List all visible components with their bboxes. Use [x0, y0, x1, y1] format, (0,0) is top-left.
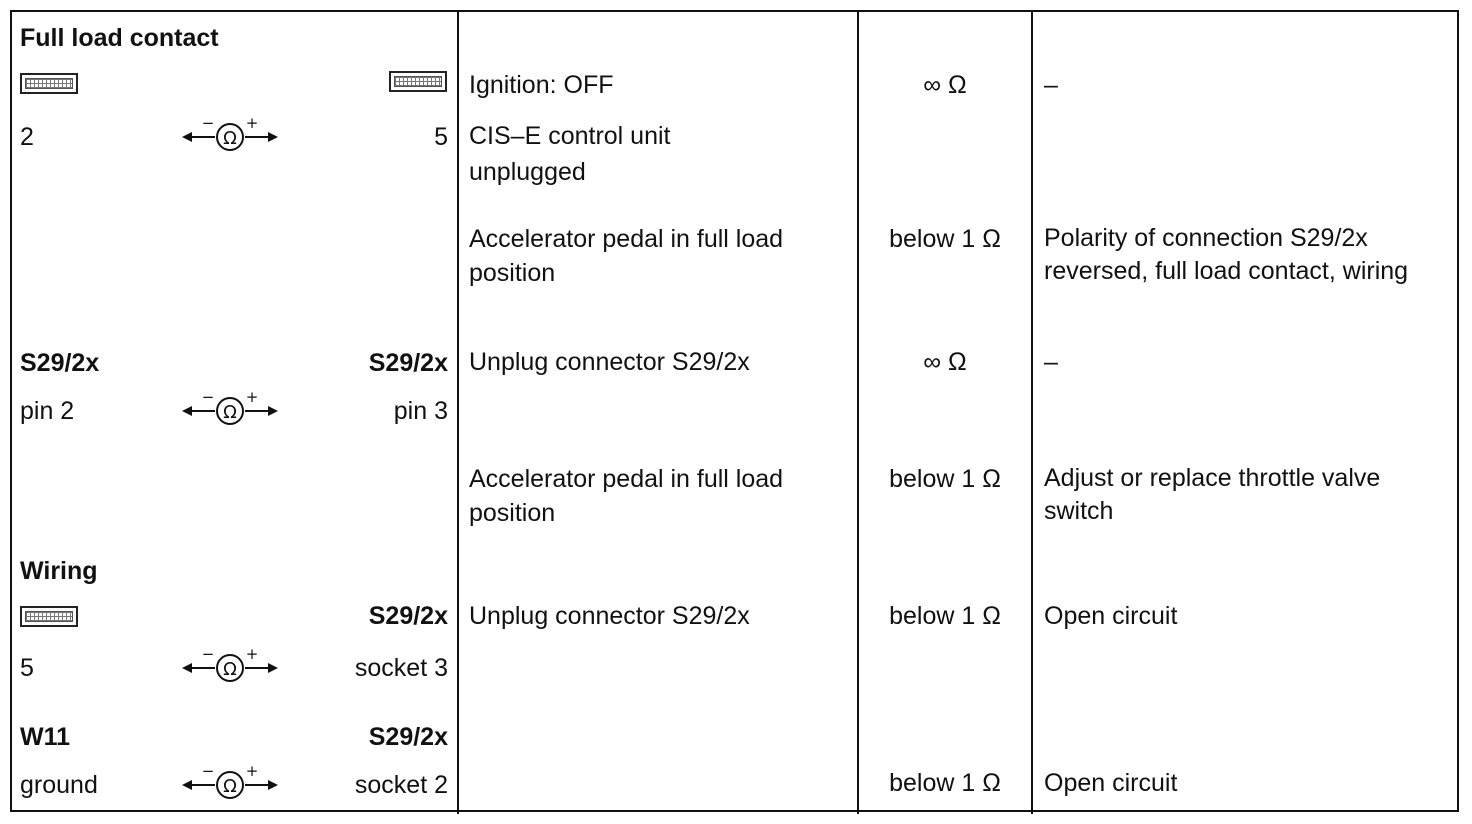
connector-label-right: S29/2x [368, 602, 448, 630]
svg-text:+: + [246, 765, 259, 780]
column-divider [457, 10, 459, 814]
svg-text:+: + [246, 391, 259, 406]
control-unit-connector-icon [20, 73, 78, 94]
possible-cause: Open circuit [1044, 602, 1178, 630]
svg-text:Ω: Ω [223, 402, 237, 423]
test-point-left: 2 [20, 123, 34, 151]
svg-text:Ω: Ω [223, 776, 237, 797]
svg-text:−: − [202, 765, 215, 780]
test-point-right: socket 2 [354, 771, 448, 799]
control-unit-connector-icon [389, 71, 447, 92]
test-condition: Unplug connector S29/2x [469, 602, 750, 630]
svg-text:Ω: Ω [223, 128, 237, 149]
test-condition: Unplug connector S29/2x [469, 348, 750, 376]
test-point-left: pin 2 [20, 397, 75, 425]
svg-text:+: + [246, 117, 259, 132]
ohmmeter-icon: Ω− + [180, 762, 280, 801]
svg-text:−: − [202, 117, 215, 132]
test-condition: Ignition: OFF [469, 71, 614, 99]
test-point-right: socket 3 [354, 654, 448, 682]
ohmmeter-icon: Ω− + [180, 388, 280, 427]
connector-label-right: S29/2x [368, 723, 448, 751]
connector-label-left: W11 [20, 723, 71, 751]
column-divider [1031, 10, 1033, 814]
nominal-value: below 1 Ω [889, 769, 1001, 797]
test-point-left: ground [20, 771, 98, 799]
nominal-value: below 1 Ω [889, 465, 1001, 493]
control-unit-connector-icon [20, 606, 78, 627]
test-point-right: pin 3 [393, 397, 448, 425]
test-table [10, 10, 1459, 812]
test-point-right: 5 [434, 123, 448, 151]
possible-cause: – [1044, 71, 1058, 99]
test-condition: Accelerator pedal in full load position [469, 225, 784, 287]
test-point-left: 5 [20, 654, 34, 682]
connector-label-left: S29/2x [20, 349, 100, 377]
possible-cause: – [1044, 348, 1058, 376]
ohmmeter-icon: Ω− + [180, 114, 280, 153]
svg-text:−: − [202, 648, 215, 663]
possible-cause: Polarity of connection S29/2x reversed, … [1044, 224, 1409, 285]
nominal-value: below 1 Ω [889, 225, 1001, 253]
svg-text:Ω: Ω [223, 659, 237, 680]
svg-text:+: + [246, 648, 259, 663]
test-condition: Accelerator pedal in full load position [469, 465, 784, 527]
nominal-value: ∞ Ω [923, 71, 967, 99]
nominal-value: ∞ Ω [923, 348, 967, 376]
possible-cause: Adjust or replace throttle valve switch [1044, 464, 1381, 525]
column-divider [857, 10, 859, 814]
connector-label-right: S29/2x [368, 349, 448, 377]
possible-cause: Open circuit [1044, 769, 1178, 797]
test-condition: CIS–E control unit unplugged [469, 122, 671, 186]
ohmmeter-icon: Ω− + [180, 645, 280, 684]
section-title-full-load-contact: Full load contact [20, 24, 219, 52]
svg-text:−: − [202, 391, 215, 406]
nominal-value: below 1 Ω [889, 602, 1001, 630]
section-title-wiring: Wiring [20, 557, 98, 585]
